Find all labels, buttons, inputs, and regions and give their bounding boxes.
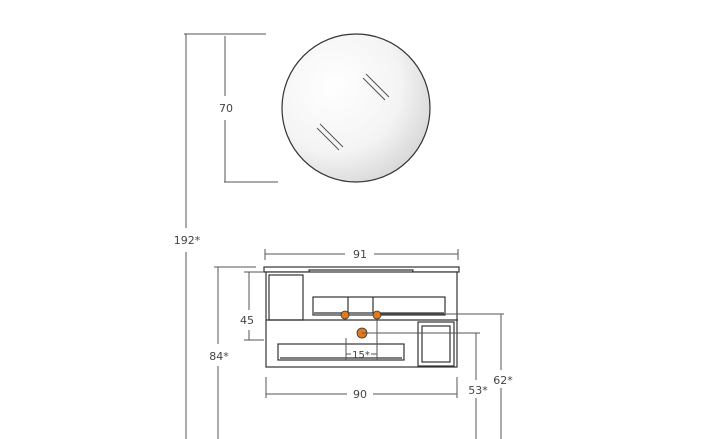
cabinet-height-label: 45 xyxy=(240,314,254,327)
dimension-cabinet-height xyxy=(244,271,264,341)
mirror xyxy=(281,33,431,183)
height-62-label: 62* xyxy=(493,374,513,387)
mirror-circle xyxy=(281,33,431,183)
top-width-label: 91 xyxy=(353,248,367,261)
total-height-label: 192* xyxy=(174,234,201,247)
wall-height-label: 84* xyxy=(209,350,229,363)
lower-drawer xyxy=(277,343,405,361)
dimension-total-height xyxy=(184,33,224,439)
right-cabinet xyxy=(417,321,455,367)
mirror-reflection-marks xyxy=(316,73,390,151)
height-53-label: 53* xyxy=(468,384,488,397)
dimension-height-53 xyxy=(362,332,480,439)
vanity-cabinet xyxy=(263,266,460,368)
dimension-mirror-height xyxy=(224,33,278,183)
gap-label: 15* xyxy=(352,350,370,361)
dimension-gap xyxy=(345,320,378,360)
connection-points xyxy=(340,310,382,339)
dimension-height-62 xyxy=(381,313,504,439)
dimension-wall-height xyxy=(214,266,256,439)
connection-point-right xyxy=(372,310,382,320)
dimension-top-width xyxy=(264,249,459,260)
bottom-width-label: 90 xyxy=(353,388,367,401)
dimension-bottom-width xyxy=(265,377,458,398)
mirror-height-label: 70 xyxy=(219,102,233,115)
connection-point-left xyxy=(340,310,350,320)
